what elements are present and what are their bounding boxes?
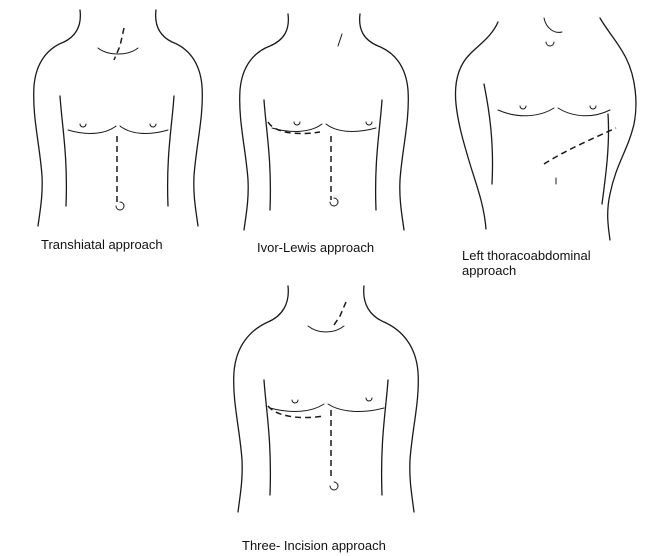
umbilicus <box>116 202 124 210</box>
ivor-lewis-torso-figure <box>234 10 412 232</box>
ivor-lewis-caption: Ivor-Lewis approach <box>257 240 374 255</box>
nipples <box>294 122 372 125</box>
torso-outline <box>240 14 409 230</box>
left-thoracoabdominal-torso-figure <box>450 14 640 242</box>
nipples <box>292 398 372 403</box>
nipples <box>80 124 156 127</box>
three-incision-caption: Three- Incision approach <box>242 538 386 553</box>
left-thoracoabdominal-caption: Left thoracoabdominal approach <box>462 248 642 278</box>
cervical-incision <box>332 302 346 328</box>
cervical-incision <box>114 28 124 60</box>
torso-outline <box>34 10 203 226</box>
umbilicus <box>330 482 338 490</box>
transhiatal-caption: Transhiatal approach <box>41 237 163 252</box>
left-thoracoabdominal-incision <box>544 128 616 164</box>
torso-outline <box>456 18 636 240</box>
transhiatal-torso-figure <box>28 6 206 231</box>
torso-outline <box>234 286 419 512</box>
three-incision-torso-figure <box>228 280 424 515</box>
